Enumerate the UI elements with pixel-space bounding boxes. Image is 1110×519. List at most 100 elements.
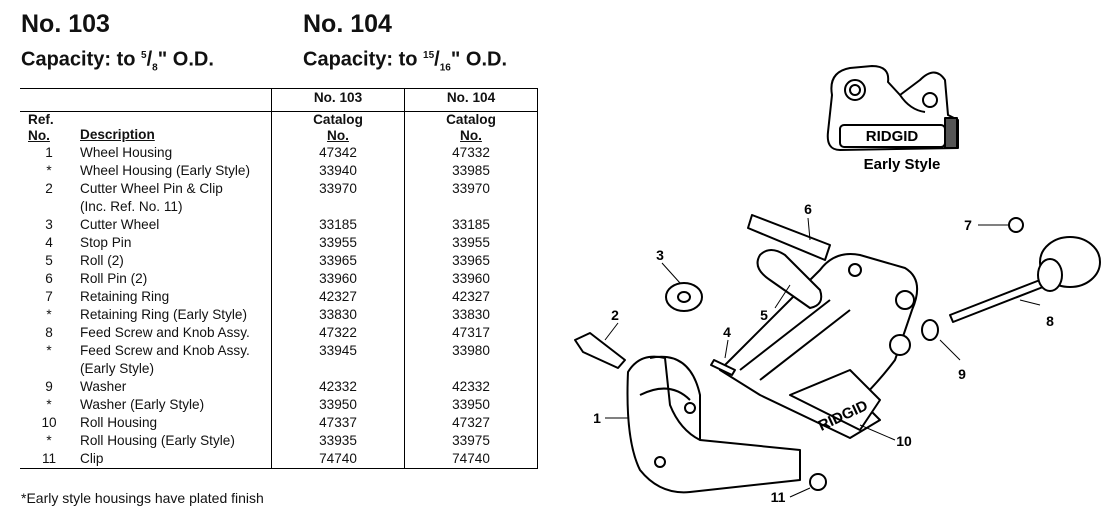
ref-cell: 5 xyxy=(45,253,53,268)
description-cell: Wheel Housing (Early Style) xyxy=(80,163,250,178)
ref-cell: 7 xyxy=(45,289,53,304)
description-cell: Washer (Early Style) xyxy=(80,397,205,412)
catalog-104-cell: 47332 xyxy=(404,144,538,162)
catalog-104-cell: 33960 xyxy=(404,270,538,288)
description-header: Description xyxy=(80,127,155,142)
description-cell: Feed Screw and Knob Assy. xyxy=(80,325,250,340)
description-cell: (Inc. Ref. No. 11) xyxy=(80,199,183,214)
catalog-104-cell: 33830 xyxy=(404,306,538,324)
catalog-103-cell: 33935 xyxy=(271,432,405,450)
callout-10: 10 xyxy=(896,433,912,449)
early-style-cutter-illustration xyxy=(826,65,959,151)
description-cell: Roll Housing (Early Style) xyxy=(80,433,235,448)
parts-table: No. 103 No. 104 Ref. No. Description Cat… xyxy=(20,88,538,469)
catalog-103-cell xyxy=(271,198,405,216)
catalog-104-cell: 33950 xyxy=(404,396,538,414)
catalog-104-cell: 33975 xyxy=(404,432,538,450)
ref-cell: 2 xyxy=(45,181,53,196)
catalog-104-cell: 33985 xyxy=(404,162,538,180)
catalog-104-cell: 74740 xyxy=(404,450,538,469)
catalog-103-cell: 42327 xyxy=(271,288,405,306)
catalog-103-cell: 33950 xyxy=(271,396,405,414)
description-cell: Feed Screw and Knob Assy. xyxy=(80,343,250,358)
ref-cell: * xyxy=(46,343,52,358)
ref-cell: 3 xyxy=(45,217,53,232)
feed-screw-knob-illustration xyxy=(949,236,1101,323)
footnote: *Early style housings have plated finish xyxy=(21,490,264,506)
ref-cell: 6 xyxy=(45,271,53,286)
washer-illustration xyxy=(921,319,939,341)
catalog-104-cell: 42327 xyxy=(404,288,538,306)
ref-cell xyxy=(20,360,78,378)
callout-11: 11 xyxy=(771,489,786,505)
callout-1: 1 xyxy=(593,410,601,426)
ref-cell: 1 xyxy=(45,145,53,160)
ref-cell: 9 xyxy=(45,379,53,394)
catalog-header-104: Catalog No. xyxy=(404,111,538,144)
catalog-103-cell xyxy=(271,360,405,378)
wheel-housing-illustration xyxy=(626,355,801,494)
catalog-103-cell: 33970 xyxy=(271,180,405,198)
column-header-103: No. 103 xyxy=(271,88,405,112)
catalog-103-cell: 33185 xyxy=(271,216,405,234)
retaining-ring-illustration xyxy=(1008,217,1024,233)
capacity: Capacity: to 5/8" O.D. xyxy=(21,48,214,74)
ref-cell: * xyxy=(46,307,52,322)
description-cell: (Early Style) xyxy=(80,361,155,376)
callout-4: 4 xyxy=(723,324,731,340)
catalog-103-cell: 47342 xyxy=(271,144,405,162)
catalog-103-cell: 33945 xyxy=(271,342,405,360)
catalog-104-cell: 33965 xyxy=(404,252,538,270)
description-cell: Wheel Housing xyxy=(80,145,173,160)
catalog-104-cell: 33185 xyxy=(404,216,538,234)
roll-illustration xyxy=(756,249,823,309)
catalog-104-cell: 47317 xyxy=(404,324,538,342)
catalog-104-cell xyxy=(404,360,538,378)
description-cell: Retaining Ring xyxy=(80,289,170,304)
catalog-103-cell: 33960 xyxy=(271,270,405,288)
ref-cell: 4 xyxy=(45,235,53,250)
description-cell: Stop Pin xyxy=(80,235,132,250)
catalog-104-cell: 42332 xyxy=(404,378,538,396)
early-style-caption: Early Style xyxy=(864,156,941,173)
ref-cell: 10 xyxy=(41,415,57,430)
description-cell: Roll Pin (2) xyxy=(80,271,148,286)
description-cell: Washer xyxy=(80,379,127,394)
catalog-103-cell: 47322 xyxy=(271,324,405,342)
description-cell: Cutter Wheel Pin & Clip xyxy=(80,181,223,196)
description-cell: Roll Housing xyxy=(80,415,158,430)
cutter-wheel-pin-illustration xyxy=(574,332,626,369)
exploded-parts-diagram: RIDGID RIDGID Early Style 6 7 8 9 5 3 2 … xyxy=(574,65,1101,505)
brand-label-early: RIDGID xyxy=(866,128,919,145)
model-103-heading: No. 103 Capacity: to 5/8" O.D. xyxy=(21,10,214,81)
model-104-heading: No. 104 Capacity: to 15/16" O.D. xyxy=(303,10,507,81)
catalog-103-cell: 42332 xyxy=(271,378,405,396)
catalog-103-cell: 33965 xyxy=(271,252,405,270)
callout-6: 6 xyxy=(804,201,812,217)
catalog-103-cell: 47337 xyxy=(271,414,405,432)
description-cell: Cutter Wheel xyxy=(80,217,160,232)
callout-7: 7 xyxy=(964,217,972,233)
table-row: (Early Style) xyxy=(20,360,538,378)
ref-cell: * xyxy=(46,397,52,412)
stop-pin-illustration xyxy=(710,359,736,376)
description-cell: Retaining Ring (Early Style) xyxy=(80,307,247,322)
callout-3: 3 xyxy=(656,247,664,263)
catalog-103-cell: 33955 xyxy=(271,234,405,252)
